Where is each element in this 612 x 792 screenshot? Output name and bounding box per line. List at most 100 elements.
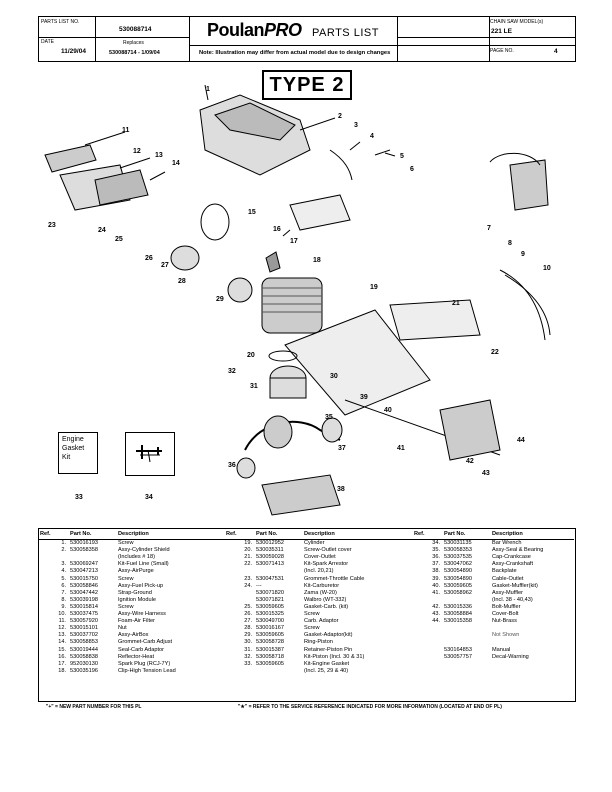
cell-partno-1: 530015814 bbox=[70, 603, 98, 610]
cell-desc-2: Screw-Outlet cover bbox=[304, 547, 352, 554]
cell-ref-1: 17. bbox=[58, 660, 66, 667]
cell-partno-2: 530059605 bbox=[256, 660, 284, 667]
callout-33: 33 bbox=[75, 494, 83, 501]
cell-partno-2: 530047531 bbox=[256, 575, 284, 582]
cell-ref-3: 36. bbox=[432, 554, 440, 561]
cell-desc-2: Walbro (WT-332) bbox=[304, 596, 347, 603]
cell-ref-3: 44. bbox=[432, 618, 440, 625]
cell-desc-3: Cover-Bolt bbox=[492, 611, 519, 618]
exploded-parts-diagram bbox=[44, 84, 551, 516]
cell-desc-1: Foam-Air Filter bbox=[118, 618, 155, 625]
callout-40: 40 bbox=[384, 407, 392, 414]
cell-ref-3: 40. bbox=[432, 582, 440, 589]
cell-partno-3 bbox=[442, 625, 490, 632]
callout-6: 6 bbox=[410, 166, 414, 173]
cell-ref-2: 30. bbox=[244, 639, 252, 646]
cell-desc-1: Strap-Ground bbox=[118, 589, 152, 596]
cell-ref-3: 41. bbox=[432, 589, 440, 596]
cell-ref-3: 43. bbox=[432, 611, 440, 618]
callout-31: 31 bbox=[250, 383, 258, 390]
header-box: PARTS LIST NO. 530088714 DATE 11/29/04 R… bbox=[38, 16, 576, 62]
callout-27: 27 bbox=[161, 262, 169, 269]
cell-desc-3 bbox=[490, 668, 574, 675]
cell-partno-2 bbox=[254, 668, 302, 675]
replaces-label: Replaces bbox=[123, 40, 144, 46]
cell-ref-2: 19. bbox=[244, 540, 252, 547]
date-label: DATE bbox=[41, 39, 54, 45]
callout-9: 9 bbox=[521, 251, 525, 258]
callout-36: 36 bbox=[228, 462, 236, 469]
callout-30: 30 bbox=[330, 373, 338, 380]
page-no-label: PAGE NO. bbox=[490, 48, 514, 54]
callout-1: 1 bbox=[206, 86, 210, 93]
cell-desc-1: Assy-AirPurge bbox=[118, 568, 154, 575]
col-ref-3: Ref. bbox=[412, 531, 442, 541]
cell-ref-1: 14. bbox=[58, 639, 66, 646]
cell-desc-1: Reflector-Heat bbox=[118, 653, 155, 660]
footer-service-ref-note: "★" = REFER TO THE SERVICE REFERENCE IND… bbox=[238, 704, 502, 710]
cell-partno-1: 530039198 bbox=[70, 596, 98, 603]
cell-partno-1: 530035196 bbox=[70, 667, 98, 674]
callout-10: 10 bbox=[543, 265, 551, 272]
cell-partno-3: 530054890 bbox=[444, 575, 472, 582]
engine-gasket-kit-box: Engine Gasket Kit bbox=[58, 432, 98, 474]
col-partno-3: Part No. bbox=[442, 531, 490, 541]
cell-ref-1: 6. bbox=[61, 582, 66, 589]
cell-ref-2: 25. bbox=[244, 603, 252, 610]
cell-ref-3 bbox=[412, 625, 442, 632]
cell-partno-1: 530016193 bbox=[70, 540, 98, 547]
callout-44: 44 bbox=[517, 437, 525, 444]
callout-19: 19 bbox=[370, 284, 378, 291]
cell-ref-2: 29. bbox=[244, 632, 252, 639]
cell-partno-3: 530031135 bbox=[444, 540, 472, 547]
cell-partno-1: 530037702 bbox=[70, 632, 98, 639]
callout-21: 21 bbox=[452, 300, 460, 307]
cell-ref-3: 38. bbox=[432, 568, 440, 575]
model-value: 221 LE bbox=[491, 28, 512, 35]
cell-desc-1: Nut bbox=[118, 625, 127, 632]
callout-32: 32 bbox=[228, 368, 236, 375]
cell-partno-3 bbox=[442, 668, 490, 675]
callout-11: 11 bbox=[122, 127, 130, 134]
cell-desc-2: Kit-Engine Gasket bbox=[304, 660, 350, 667]
cell-partno-3 bbox=[442, 632, 490, 639]
cell-partno-1: 530015750 bbox=[70, 575, 98, 582]
callout-5: 5 bbox=[400, 153, 404, 160]
col-desc-2: Description bbox=[302, 531, 412, 541]
callout-26: 26 bbox=[145, 255, 153, 262]
cell-desc-1: Assy-AirBox bbox=[118, 632, 149, 639]
illustration-note: Note: Illustration may differ from actua… bbox=[199, 50, 391, 56]
brand-logo: PoulanPRO PARTS LIST bbox=[207, 20, 379, 41]
cell-desc-1: Kit-Fuel Line (Small) bbox=[118, 561, 169, 568]
cell-desc-2: Kit-Piston (Incl. 30 & 31) bbox=[304, 653, 365, 660]
cell-desc-3 bbox=[490, 639, 574, 646]
cell-desc-1: Grommet-Carb Adjust bbox=[118, 639, 173, 646]
callout-25: 25 bbox=[115, 236, 123, 243]
cell-partno-2: 530035311 bbox=[256, 547, 284, 554]
cell-ref-3 bbox=[412, 639, 442, 646]
cell-partno-1 bbox=[68, 554, 116, 561]
cell-ref-3 bbox=[412, 597, 442, 604]
cell-desc-2: Grommet-Throttle Cable bbox=[304, 575, 365, 582]
callout-7: 7 bbox=[487, 225, 491, 232]
cell-partno-2: 530071821 bbox=[256, 596, 284, 603]
callout-29: 29 bbox=[216, 296, 224, 303]
cell-desc-3: Not Shown bbox=[492, 632, 520, 639]
callout-28: 28 bbox=[178, 278, 186, 285]
callout-24: 24 bbox=[98, 227, 106, 234]
callout-41: 41 bbox=[397, 445, 405, 452]
cell-desc-3: Manual bbox=[492, 646, 511, 653]
cell-ref-2: 23. bbox=[244, 575, 252, 582]
cell-ref-1: 4. bbox=[61, 568, 66, 575]
cell-ref-1: 7. bbox=[61, 589, 66, 596]
cell-ref-1 bbox=[38, 554, 68, 561]
cell-ref-2: 24. bbox=[244, 582, 252, 589]
cell-partno-2: 530015387 bbox=[256, 646, 284, 653]
